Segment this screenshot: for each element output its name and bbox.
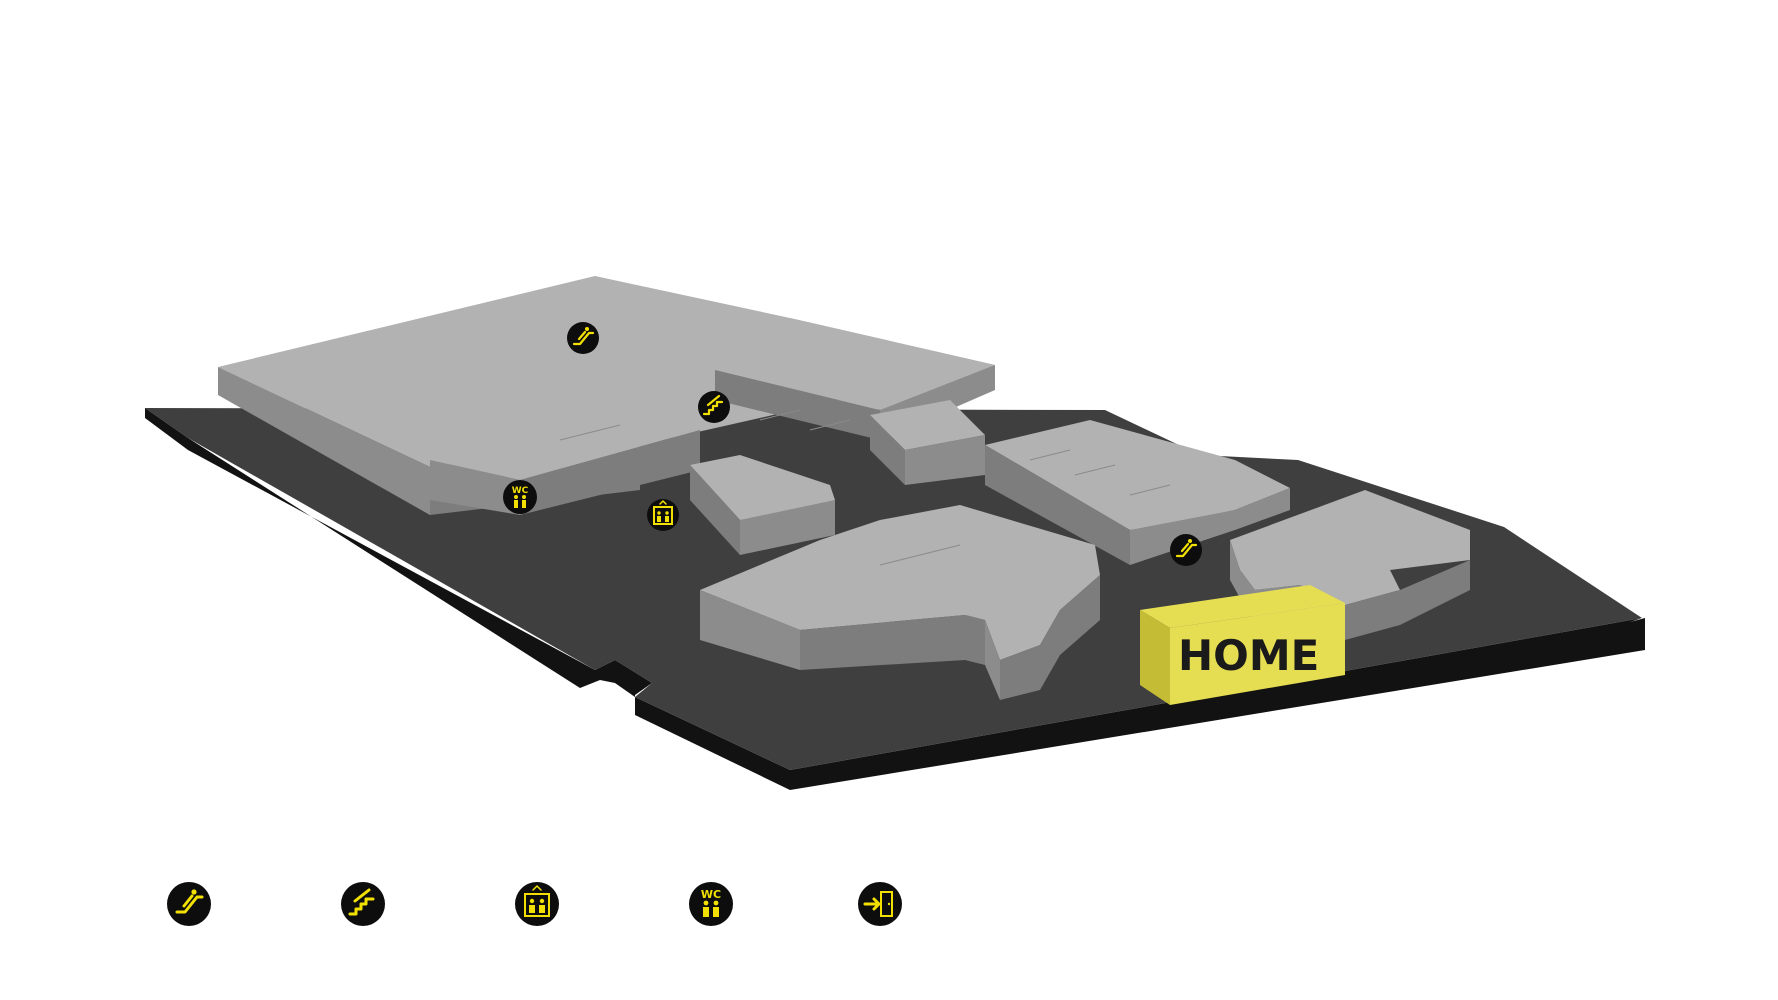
- building-southeast-side: [1345, 560, 1470, 640]
- stairs-icon[interactable]: [698, 391, 730, 423]
- wc-icon-text: WC: [512, 486, 529, 496]
- shop-row-east-front: [985, 445, 1130, 565]
- legend-wc-icon: WC: [689, 882, 733, 926]
- legend-stairs-icon: [341, 882, 385, 926]
- shop-mid-pair-front: [870, 415, 905, 485]
- escalator-icon[interactable]: [1170, 534, 1202, 566]
- building-central-wing-side: [1000, 575, 1100, 700]
- shop-row-west-front: [430, 460, 520, 515]
- shop-central-west-front: [690, 465, 740, 555]
- home-unit-side: [1170, 603, 1345, 705]
- legend-exit-icon: [858, 882, 902, 926]
- building-central-top: [700, 505, 1100, 660]
- legend-elevator-icon: [515, 882, 559, 926]
- building-large-front: [218, 367, 430, 515]
- legend-wc-text: WC: [701, 888, 721, 901]
- building-southeast-top: [1230, 490, 1470, 605]
- shop-row-east-side: [1130, 488, 1290, 565]
- home-unit[interactable]: HOME: [1140, 585, 1345, 705]
- escalator-icon[interactable]: [567, 322, 599, 354]
- shop-row-west-top: [430, 402, 700, 480]
- home-unit-front: [1140, 610, 1170, 705]
- shop-mid-pair-top: [870, 400, 985, 450]
- elevator-icon[interactable]: [647, 499, 679, 531]
- wc-icon[interactable]: WC: [503, 480, 537, 514]
- shop-strip-north-top: [715, 318, 995, 410]
- shop-partitions: [559, 409, 1171, 566]
- legend-escalator-icon: [167, 882, 211, 926]
- shop-central-west-side: [740, 500, 835, 555]
- shop-row-west-front-b: [520, 430, 700, 515]
- buildings: [218, 276, 1470, 700]
- building-central-wing-front: [985, 620, 1000, 700]
- building-central-front-b: [800, 615, 985, 670]
- shop-row-east-top: [985, 420, 1290, 530]
- home-label: HOME: [1178, 631, 1319, 680]
- floor-side: [145, 408, 1645, 790]
- shop-mid-pair-front-b: [905, 435, 985, 485]
- shop-central-west-top: [690, 455, 835, 520]
- map-icons: WC: [503, 322, 1202, 566]
- legend: WC: [167, 882, 902, 926]
- building-central-front: [700, 590, 800, 670]
- home-unit-top: [1140, 585, 1345, 628]
